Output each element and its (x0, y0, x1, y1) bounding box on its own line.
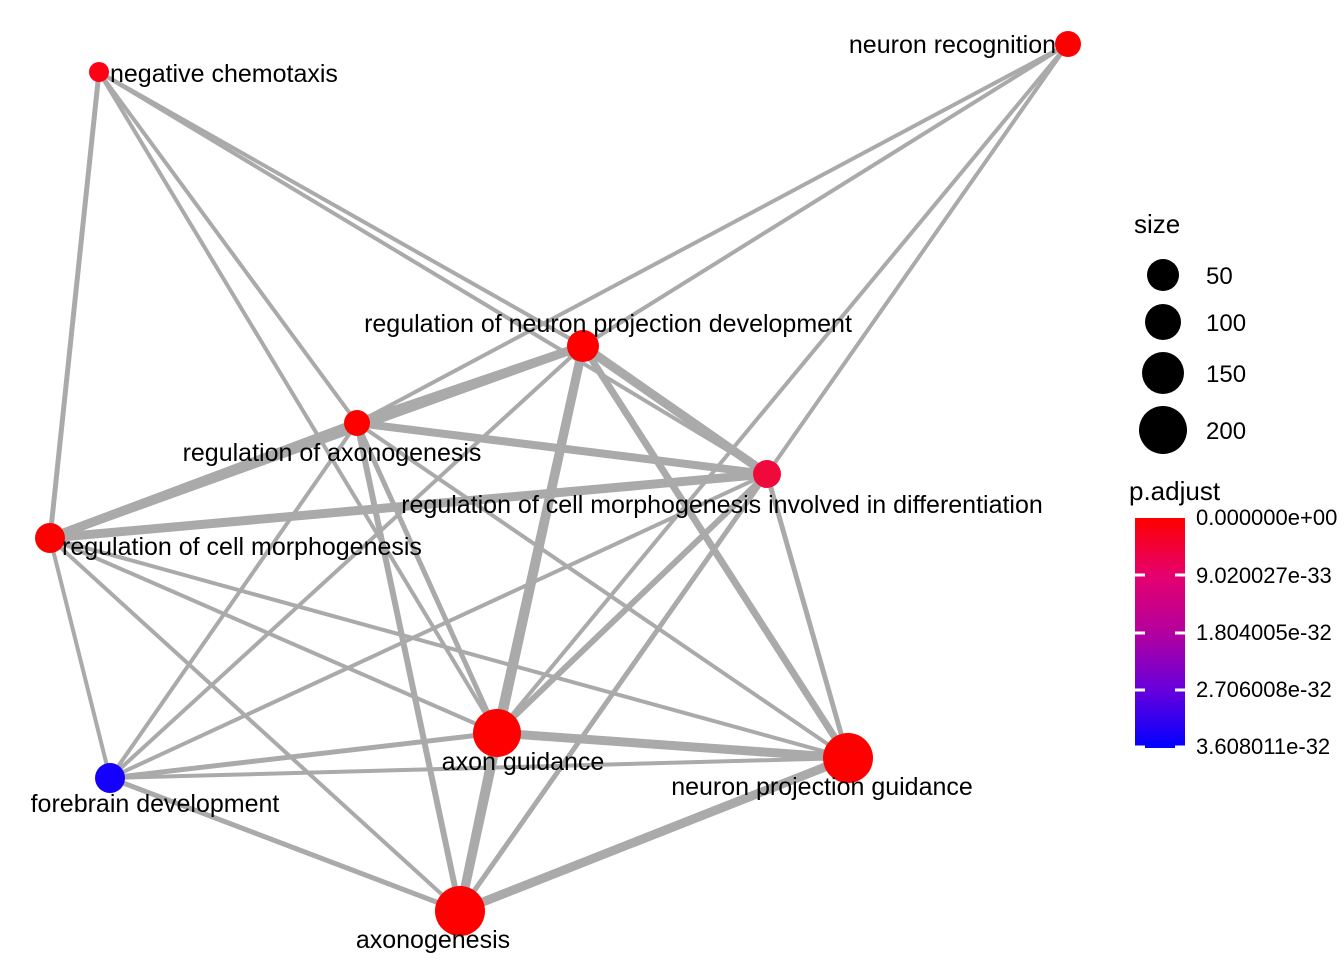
size-legend-label: 200 (1206, 418, 1246, 445)
size-legend-swatch (1139, 406, 1187, 454)
padjust-tick-marks (1135, 573, 1185, 749)
network-node-label: regulation of cell morphogenesis (62, 533, 422, 561)
network-node[interactable] (567, 330, 599, 362)
network-node-label: forebrain development (31, 790, 280, 818)
network-node[interactable] (344, 410, 370, 436)
network-edge (98, 70, 584, 348)
network-node-labels-layer: negative chemotaxis neuron recognition reg… (31, 31, 1056, 954)
network-node-label: neuron projection guidance (671, 773, 973, 801)
size-legend: size 50 100 150 200 (1134, 209, 1246, 454)
network-edge (354, 422, 463, 912)
network-edge (354, 421, 500, 735)
network-node[interactable] (1055, 31, 1081, 57)
network-edge (49, 536, 498, 735)
network-edges-layer (47, 42, 1070, 916)
network-edge (109, 775, 461, 914)
network-edge (49, 536, 849, 760)
size-legend-label: 100 (1206, 310, 1246, 337)
network-nodes-layer (35, 31, 1081, 936)
network-edge (580, 344, 851, 760)
network-edge (356, 42, 1069, 425)
size-legend-title: size (1134, 209, 1180, 239)
network-edge (494, 471, 770, 736)
network-node-label: regulation of cell morphogenesis involve… (401, 491, 1043, 519)
size-legend-label: 50 (1206, 263, 1233, 290)
network-edge (458, 753, 850, 916)
network-edge (47, 71, 102, 539)
network-edge (765, 42, 1070, 476)
network-node[interactable] (95, 763, 125, 793)
network-node[interactable] (473, 709, 521, 757)
network-node[interactable] (89, 62, 109, 82)
size-legend-swatch (1142, 352, 1184, 394)
network-node-label: regulation of axonogenesis (183, 439, 482, 467)
network-edge (581, 42, 1070, 348)
network-edge (108, 421, 359, 780)
network-edge (495, 42, 1070, 735)
network-edge (97, 70, 769, 476)
network-node[interactable] (753, 460, 781, 488)
network-edge (455, 732, 502, 912)
network-edge (764, 473, 851, 759)
network-edge (109, 472, 768, 780)
network-node[interactable] (35, 523, 65, 553)
network-node-label: axon guidance (442, 748, 605, 776)
padjust-tick-label: 1.804005e-32 (1196, 620, 1332, 645)
padjust-tick-label: 2.706008e-32 (1196, 677, 1332, 702)
network-node-label: axonogenesis (356, 926, 510, 954)
padjust-legend-title: p.adjust (1129, 476, 1221, 506)
size-legend-items: 50 100 150 200 (1139, 259, 1246, 454)
network-edge (49, 469, 768, 543)
network-edge (109, 730, 498, 781)
network-node[interactable] (823, 733, 873, 783)
network-edge (97, 70, 499, 735)
network-edge (457, 472, 770, 913)
network-edge (48, 537, 112, 779)
network-edge (356, 419, 768, 478)
network-edge (48, 536, 462, 913)
network-node-label: neuron recognition (849, 31, 1056, 59)
padjust-legend: p.adjust 0.000000e+00 9.020027e-33 1.80400… (1129, 476, 1337, 759)
network-edge (496, 728, 849, 763)
network-edge (109, 756, 849, 780)
network-node[interactable] (435, 886, 485, 936)
network-node-label: negative chemotaxis (110, 60, 338, 88)
network-edge (355, 421, 850, 760)
network-edge (48, 418, 359, 543)
network-edge (108, 344, 585, 780)
network-edge (580, 342, 770, 478)
size-legend-label: 150 (1206, 361, 1246, 388)
padjust-tick-label: 0.000000e+00 (1196, 505, 1337, 530)
network-node-label: regulation of neuron projection developm… (364, 310, 852, 338)
padjust-tick-labels: 0.000000e+00 9.020027e-33 1.804005e-32 2.70… (1196, 505, 1337, 759)
padjust-tick-label: 3.608011e-32 (1196, 734, 1330, 759)
network-edge (97, 70, 359, 425)
size-legend-swatch (1145, 304, 1181, 340)
padjust-tick-label: 9.020027e-33 (1196, 563, 1332, 588)
size-legend-swatch (1147, 259, 1179, 291)
